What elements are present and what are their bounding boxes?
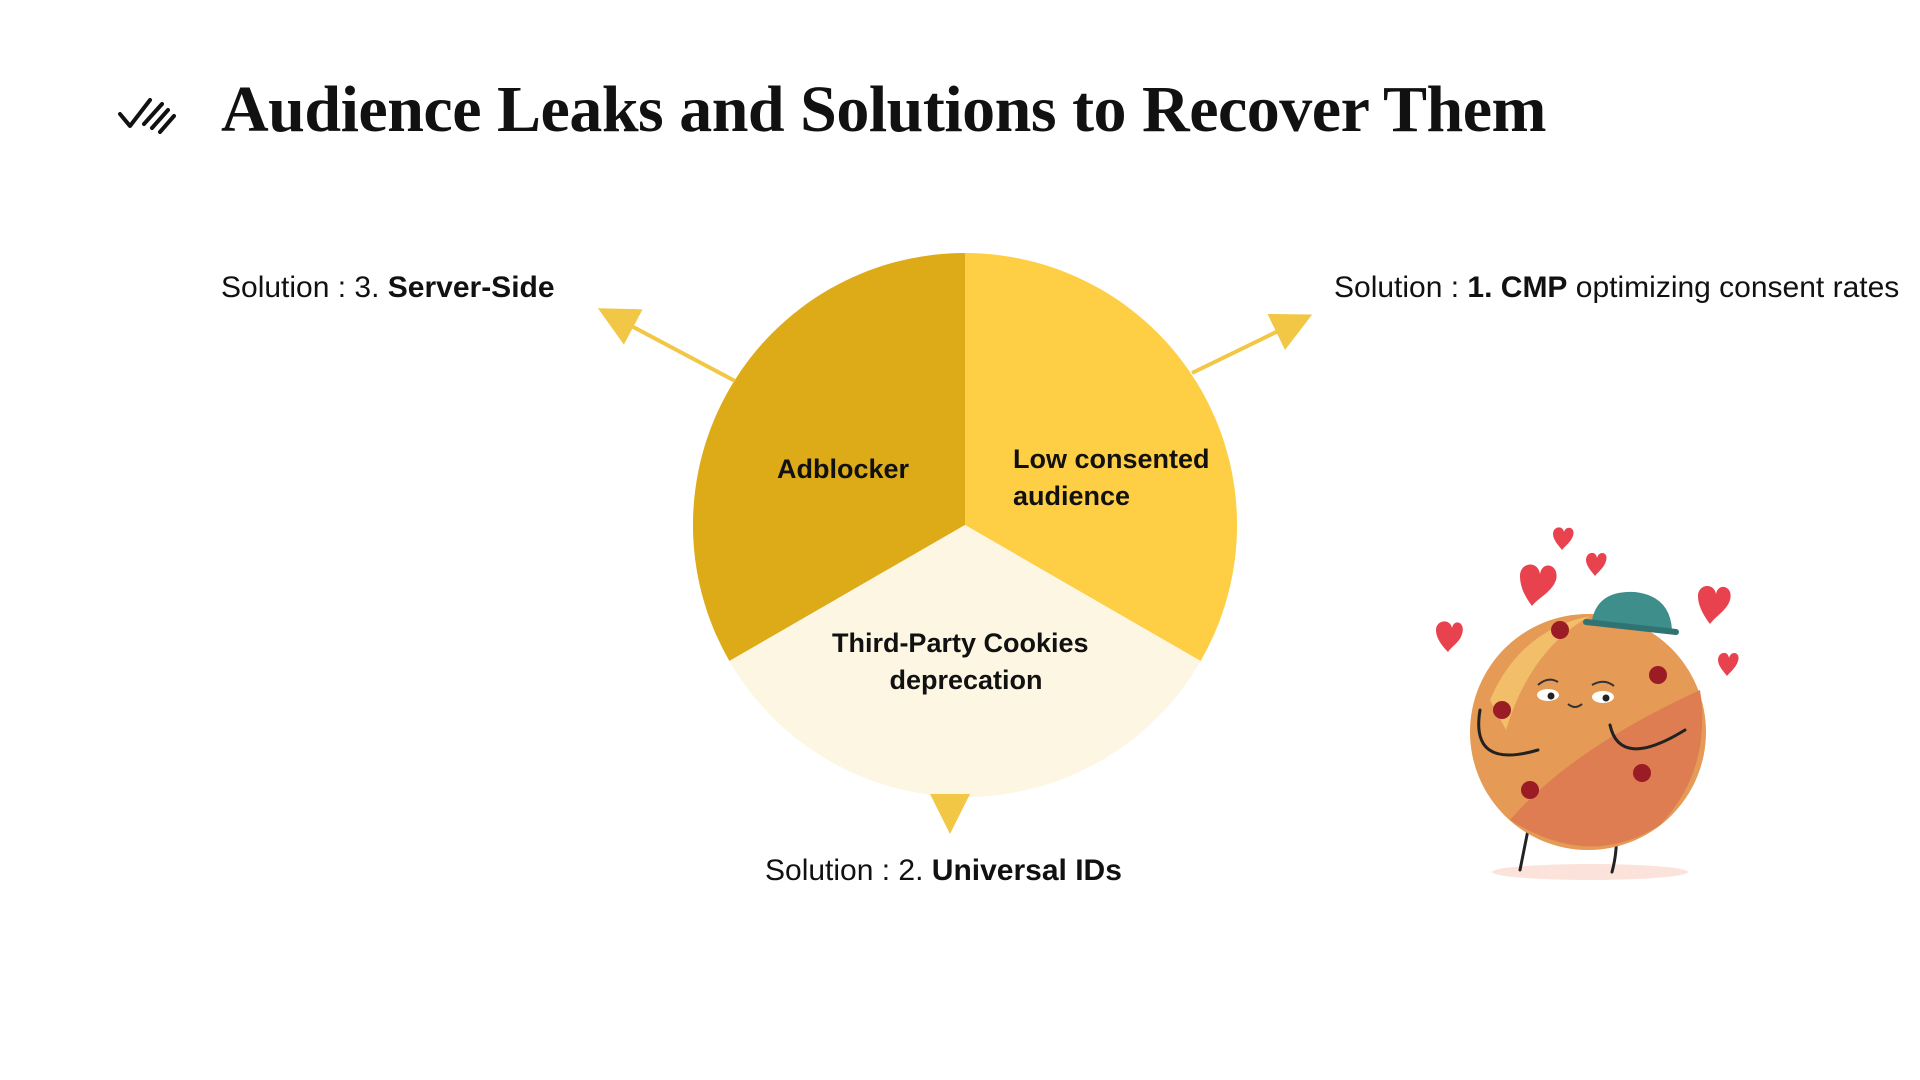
solution-label-server-side: Solution : 3. Server-Side [221, 270, 555, 306]
pie-segment-low-consent [965, 253, 1238, 661]
arrow-to-solution-3 [597, 308, 736, 383]
segment-label-line: Low consented [1013, 444, 1210, 474]
segment-label-third-party: Third-Party Cookies deprecation [832, 628, 1096, 695]
segment-label-line: audience [1013, 481, 1130, 511]
pie-segment-adblocker [692, 253, 965, 661]
cookie-mascot-illustration [1436, 527, 1739, 880]
solution-label-cmp: Solution : 1. CMP optimizing consent rat… [1334, 270, 1899, 306]
solution-label-universal-ids: Solution : 2. Universal IDs [765, 853, 1122, 889]
solution-highlight: Universal IDs [931, 854, 1122, 887]
segment-label-line: Third-Party Cookies [832, 628, 1089, 658]
pie-segment-third-party [729, 525, 1201, 798]
solution-prefix: Solution : 2. [765, 854, 924, 887]
solution-suffix: optimizing consent rates [1567, 271, 1900, 304]
segment-label-low-consent: Low consented audience [1013, 444, 1217, 511]
segment-label-line: Adblocker [777, 454, 910, 484]
solution-prefix: Solution : [1334, 271, 1468, 304]
arrow-to-solution-1 [1191, 314, 1313, 375]
solution-prefix: Solution : 3. [221, 271, 380, 304]
solution-highlight: 1. CMP [1467, 271, 1568, 304]
double-check-slash-icon [118, 98, 176, 134]
solution-highlight: Server-Side [387, 271, 555, 304]
page-title: Audience Leaks and Solutions to Recover … [221, 73, 1547, 146]
segment-label-line: deprecation [889, 665, 1042, 695]
segment-label-adblocker: Adblocker [777, 454, 910, 484]
